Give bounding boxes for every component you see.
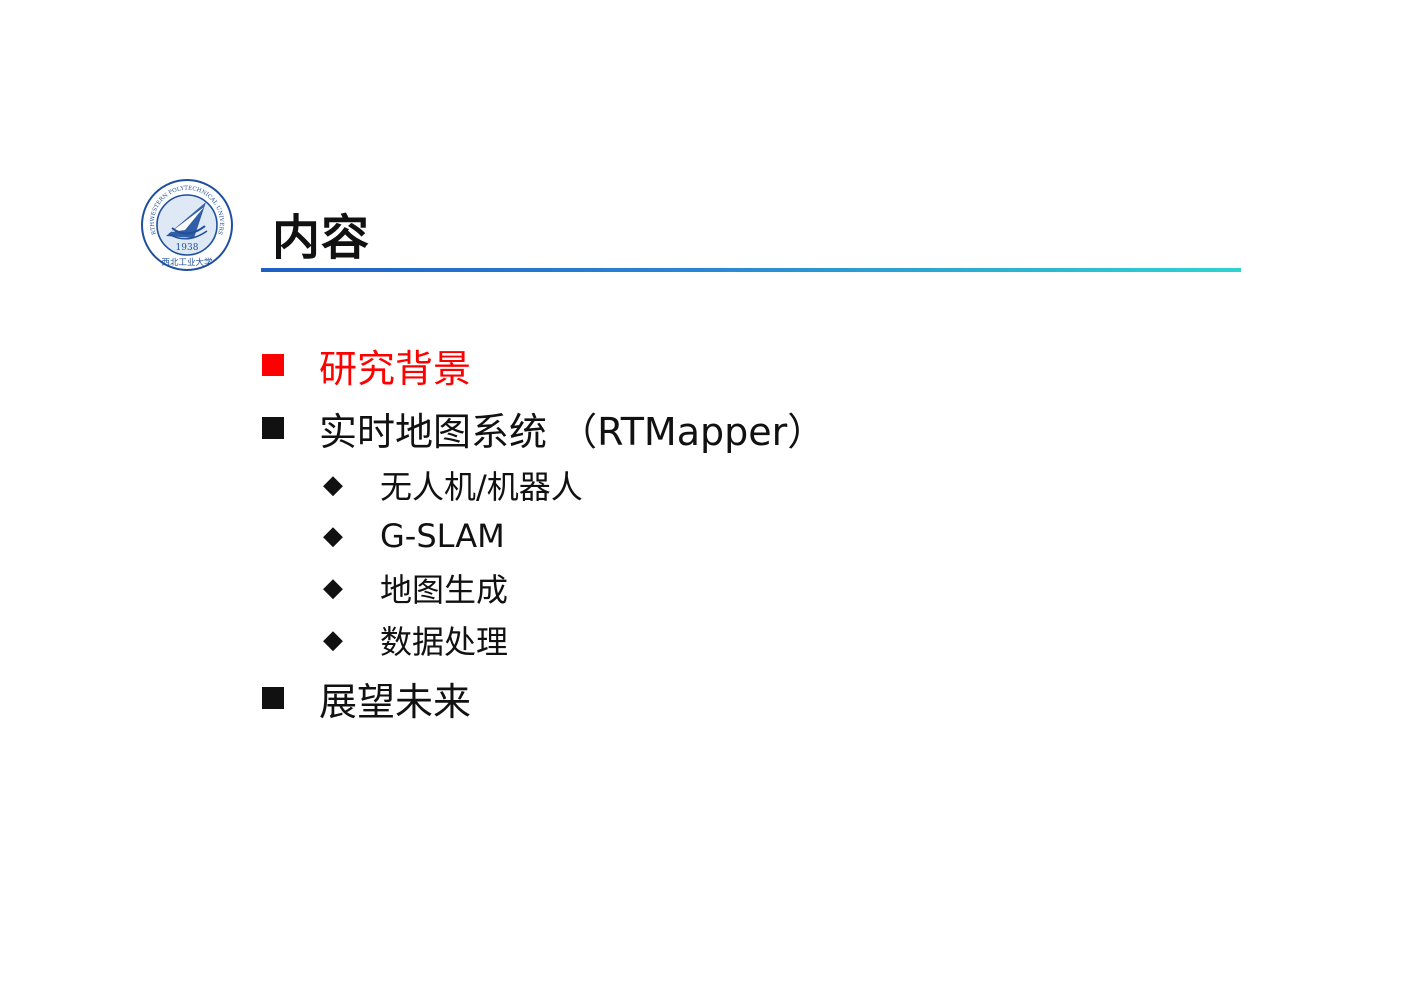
toc-item-label: 研究背景 (319, 346, 472, 391)
toc-item-label: 实时地图系统 （RTMapper） (319, 409, 826, 454)
toc-subitem-uav-robot: ◆ 无人机/机器人 (323, 465, 583, 506)
toc-item-label: 展望未来 (319, 679, 472, 724)
square-bullet-icon (262, 687, 284, 709)
svg-text:1938: 1938 (176, 243, 199, 253)
diamond-bullet-icon: ◆ (323, 573, 343, 603)
toc-item-future-outlook: 展望未来 (262, 675, 471, 724)
diamond-bullet-icon: ◆ (323, 470, 343, 500)
toc-subitem-label: G-SLAM (380, 517, 505, 555)
square-bullet-icon (262, 354, 284, 376)
slide-title: 内容 (272, 210, 371, 266)
toc-subitem-map-generation: ◆ 地图生成 (323, 568, 509, 609)
toc-subitem-data-processing: ◆ 数据处理 (323, 620, 509, 661)
toc-subitem-label: 地图生成 (380, 571, 509, 609)
toc-item-research-background: 研究背景 (262, 342, 471, 391)
diamond-bullet-icon: ◆ (323, 625, 343, 655)
toc-item-realtime-map-system: 实时地图系统 （RTMapper） (262, 405, 825, 454)
toc-subitem-label: 数据处理 (380, 623, 509, 661)
university-seal-logo: NORTHWESTERN POLYTECHNICAL UNIVERSITY 19… (140, 178, 233, 271)
diamond-bullet-icon: ◆ (323, 521, 343, 551)
toc-subitem-gslam: ◆ G-SLAM (323, 516, 505, 556)
title-underline (261, 268, 1241, 272)
svg-text:西北工业大学: 西北工业大学 (161, 257, 213, 268)
square-bullet-icon (262, 417, 284, 439)
toc-subitem-label: 无人机/机器人 (380, 468, 583, 506)
